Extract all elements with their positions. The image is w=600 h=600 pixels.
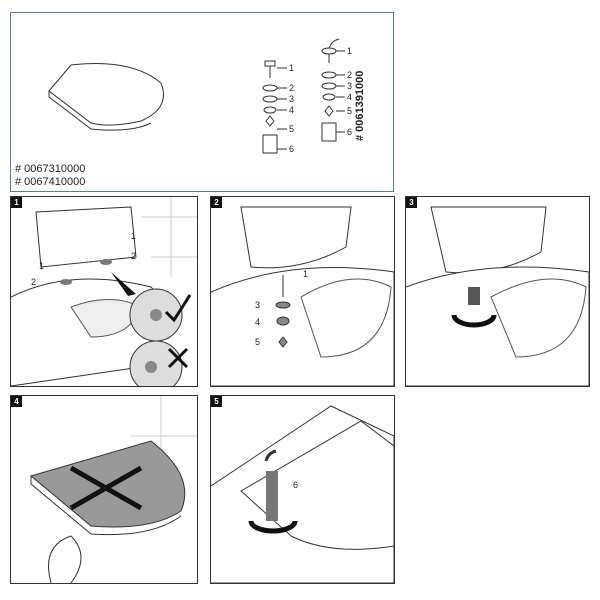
part-label: 6: [289, 144, 294, 154]
step-3-illustration: [406, 206, 589, 386]
toilet-seat-illustration: 1 2 3 4 5 6 1 2 3 4 5 6: [48, 38, 352, 154]
step-1-illustration: 1 1 2 2: [11, 197, 197, 386]
part-label: 5: [347, 106, 352, 116]
step-2-panel: 2 1 3 4 5: [210, 196, 395, 387]
article-number: # 0067410000: [15, 176, 86, 188]
fixing-parts-left: [262, 60, 278, 154]
fixing-parts-right: [321, 38, 340, 142]
part-label: 5: [289, 124, 294, 134]
callout: 2: [131, 251, 136, 261]
rotate-arrow-icon: [451, 314, 497, 328]
move-arrows-icon: [69, 465, 143, 511]
step-5-illustration: 6: [211, 405, 394, 583]
step-number: 3: [406, 197, 417, 208]
callout: 1: [131, 231, 136, 241]
part-label: 3: [289, 94, 294, 104]
part-label: 1: [347, 46, 352, 56]
callout: 2: [31, 277, 36, 287]
callout: 4: [255, 317, 260, 327]
callout: 1: [39, 261, 44, 271]
part-label: 2: [289, 83, 294, 93]
part-label: 6: [347, 127, 352, 137]
step-number: 2: [211, 197, 222, 208]
kit-article-number: # 0061391000: [354, 70, 366, 141]
step-1-panel: 1 1 1 2 2: [10, 196, 198, 387]
article-number: # 0067310000: [15, 163, 86, 175]
step-number: 1: [11, 197, 22, 208]
step-4-panel: 4: [10, 395, 198, 584]
callout: 5: [255, 337, 260, 347]
callout: 6: [293, 480, 298, 490]
overview-panel: 1 2 3 4 5 6 1 2 3 4 5 6 # 0061391000 # 0…: [10, 12, 394, 192]
step-3-panel: 3: [405, 196, 590, 387]
step-4-illustration: [29, 396, 197, 583]
part-label: 2: [347, 70, 352, 80]
step-2-illustration: 1 3 4 5: [211, 206, 394, 386]
part-label: 1: [289, 63, 294, 73]
part-label: 3: [347, 81, 352, 91]
step-number: 4: [11, 396, 22, 407]
part-label: 4: [347, 92, 352, 102]
step-number: 5: [211, 396, 222, 407]
rotate-arrow-icon: [248, 520, 298, 534]
callout: 3: [255, 300, 260, 310]
callout: 1: [303, 269, 308, 279]
part-label: 4: [289, 105, 294, 115]
step-5-panel: 5 6: [210, 395, 395, 584]
